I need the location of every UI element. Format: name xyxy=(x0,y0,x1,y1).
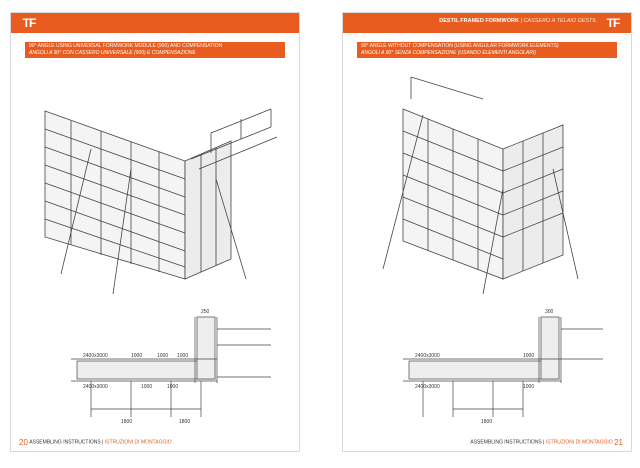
dim-span-1: 1800 xyxy=(121,419,132,425)
dim-top: 300 xyxy=(545,309,554,315)
footer-en: ASSEMBLING INSTRUCTIONS xyxy=(29,439,101,446)
brand-title: DESTIL FRAMED FORMWORK | CASSERO A TELAI… xyxy=(439,18,597,24)
tf-logo: TF xyxy=(22,16,37,30)
brand-en: DESTIL FRAMED FORMWORK xyxy=(439,18,519,24)
dim-span-2: 1800 xyxy=(179,419,190,425)
dim-row1-a: 2400x3000 xyxy=(83,353,108,359)
header-bar: TF xyxy=(11,13,299,33)
section-title-en: 90° ANGLE USING UNIVERSAL FORMWORK MODUL… xyxy=(29,43,223,49)
section-title: 90° ANGLE WITHOUT COMPENSATION (USING AN… xyxy=(357,42,617,58)
section-title-en: 90° ANGLE WITHOUT COMPENSATION (USING AN… xyxy=(361,43,559,49)
section-title: 90° ANGLE USING UNIVERSAL FORMWORK MODUL… xyxy=(25,42,285,58)
right-page: DESTIL FRAMED FORMWORK | CASSERO A TELAI… xyxy=(342,12,632,452)
plan-section-drawing: 250 2400x3000 1000 1000 1000 2400x3000 1… xyxy=(71,309,271,425)
dim-row1-b: 1000 xyxy=(131,353,142,359)
footer-it: ISTRUZIONI DI MONTAGGIO xyxy=(545,439,613,446)
page-number: 21 xyxy=(614,438,623,447)
header-bar: DESTIL FRAMED FORMWORK | CASSERO A TELAI… xyxy=(343,13,631,33)
dim-row2-a: 2400x3000 xyxy=(415,384,440,390)
section-title-it: ANGOLI A 90° CON CASSERO UNIVERSALE (900… xyxy=(29,50,196,56)
page-number: 20 xyxy=(19,438,28,447)
dim-row2-a: 2400x3000 xyxy=(83,384,108,390)
dim-row1-d: 1000 xyxy=(177,353,188,359)
page-footer: 20 ASSEMBLING INSTRUCTIONS | ISTRUZIONI … xyxy=(19,438,172,447)
dim-row2-b: 1000 xyxy=(523,384,534,390)
dim-row1-a: 2400x3000 xyxy=(415,353,440,359)
dim-top: 250 xyxy=(201,309,210,315)
left-page: TF 90° ANGLE USING UNIVERSAL FORMWORK MO… xyxy=(10,12,300,452)
dim-row2-b: 1000 xyxy=(141,384,152,390)
plan-section-drawing: 300 2400x3000 1000 2400x3000 1000 1800 xyxy=(403,309,603,425)
formwork-isometric-drawing xyxy=(382,76,579,295)
dim-row2-c: 1000 xyxy=(167,384,178,390)
page-footer: ASSEMBLING INSTRUCTIONS | ISTRUZIONI DI … xyxy=(470,438,623,447)
tf-logo: TF xyxy=(606,16,621,30)
brand-it: CASSERO A TELAIO DESTIL xyxy=(523,18,597,24)
formwork-isometric-drawing xyxy=(44,108,278,295)
section-title-it: ANGOLI A 90° SENZA COMPENSAZIONE (USANDO… xyxy=(361,50,536,56)
dim-span: 1800 xyxy=(481,419,492,425)
dim-row1-b: 1000 xyxy=(523,353,534,359)
footer-it: ISTRUZIONI DI MONTAGGIO xyxy=(104,439,172,446)
dim-row1-c: 1000 xyxy=(157,353,168,359)
footer-en: ASSEMBLING INSTRUCTIONS xyxy=(470,439,542,446)
